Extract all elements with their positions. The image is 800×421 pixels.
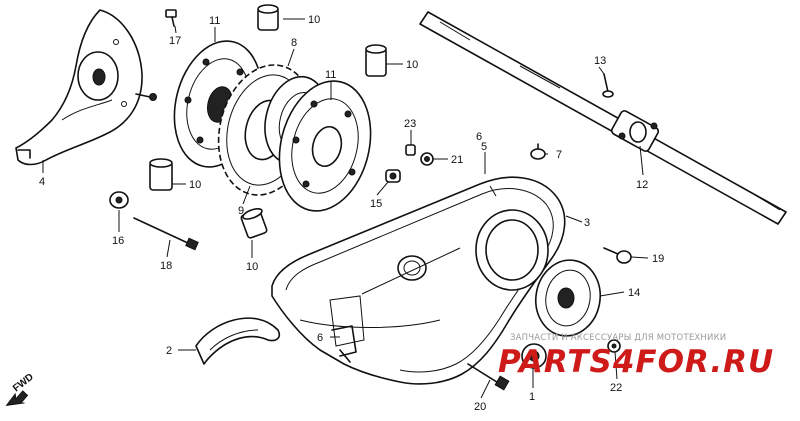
part-11-hub-plate-right bbox=[278, 80, 372, 212]
forward-arrow-icon: FWD bbox=[5, 372, 36, 407]
part-10-bushing-right bbox=[365, 44, 387, 77]
part-16-washer bbox=[109, 191, 129, 209]
part-10-bushing-left bbox=[149, 158, 173, 191]
part-22-washer bbox=[607, 339, 621, 353]
small-bolt-near-plate bbox=[135, 93, 157, 101]
leader-lines bbox=[42, 18, 649, 399]
watermark-tagline: ЗАПЧАСТИ И АКСЕССУАРЫ ДЛЯ МОТОТЕХНИКИ bbox=[510, 333, 726, 343]
label-part-6-lower: 6 bbox=[317, 332, 323, 344]
label-part-12: 12 bbox=[636, 179, 648, 191]
label-part-11-right: 11 bbox=[325, 69, 336, 81]
label-part-23: 23 bbox=[404, 118, 416, 130]
part-17-bolt bbox=[165, 9, 177, 27]
part-14-seal bbox=[535, 259, 601, 337]
label-part-11-left: 11 bbox=[209, 15, 220, 27]
label-part-2: 2 bbox=[166, 345, 172, 357]
part-2-chain-slider bbox=[195, 317, 281, 365]
part-3-chain-case bbox=[271, 176, 566, 385]
part-13-grease-fitting bbox=[602, 73, 614, 98]
part-15-nut bbox=[385, 169, 401, 183]
watermark: ЗАПЧАСТИ И АКСЕССУАРЫ ДЛЯ МОТОТЕХНИКИ PA… bbox=[498, 333, 774, 380]
label-part-18: 18 bbox=[160, 260, 172, 272]
label-part-20: 20 bbox=[474, 401, 486, 413]
label-part-19: 19 bbox=[652, 253, 664, 265]
label-part-1: 1 bbox=[529, 391, 535, 403]
watermark-logo: PARTS4FOR.RU bbox=[498, 344, 774, 380]
label-part-22: 22 bbox=[610, 382, 622, 394]
label-part-9: 9 bbox=[238, 205, 244, 217]
part-1-collar bbox=[521, 343, 547, 369]
part-23-pin bbox=[405, 144, 416, 156]
label-part-8: 8 bbox=[291, 37, 297, 49]
label-part-10-left: 10 bbox=[189, 179, 201, 191]
label-part-3: 3 bbox=[584, 217, 590, 229]
label-part-4: 4 bbox=[39, 176, 45, 188]
label-part-10-bottom: 10 bbox=[246, 261, 258, 273]
part-labels: 10 10 10 10 11 11 8 9 4 16 18 17 23 21 1… bbox=[39, 14, 664, 413]
label-part-15: 15 bbox=[370, 198, 382, 210]
label-part-6-upper: 6 bbox=[476, 131, 482, 143]
part-4-chain-guard-plate bbox=[15, 9, 143, 166]
part-20-bolt bbox=[467, 363, 510, 391]
part-6-clip-lower bbox=[331, 325, 357, 363]
part-12-shaft bbox=[419, 11, 787, 225]
label-part-14: 14 bbox=[628, 287, 640, 299]
label-part-13: 13 bbox=[594, 55, 606, 67]
label-part-10-top: 10 bbox=[308, 14, 320, 26]
part-18-long-bolt bbox=[133, 217, 199, 251]
label-part-16: 16 bbox=[112, 235, 124, 247]
part-10-bushing-bottom bbox=[240, 208, 268, 239]
part-21-nut bbox=[420, 152, 434, 166]
part-19-bolt bbox=[603, 247, 632, 264]
label-part-21: 21 bbox=[451, 154, 463, 166]
part-10-bushing-top bbox=[257, 4, 279, 31]
label-part-5: 5 bbox=[481, 141, 487, 153]
part-7-fitting bbox=[530, 143, 546, 160]
label-part-10-right: 10 bbox=[406, 59, 418, 71]
label-part-7: 7 bbox=[556, 149, 562, 161]
label-part-17: 17 bbox=[169, 35, 181, 47]
